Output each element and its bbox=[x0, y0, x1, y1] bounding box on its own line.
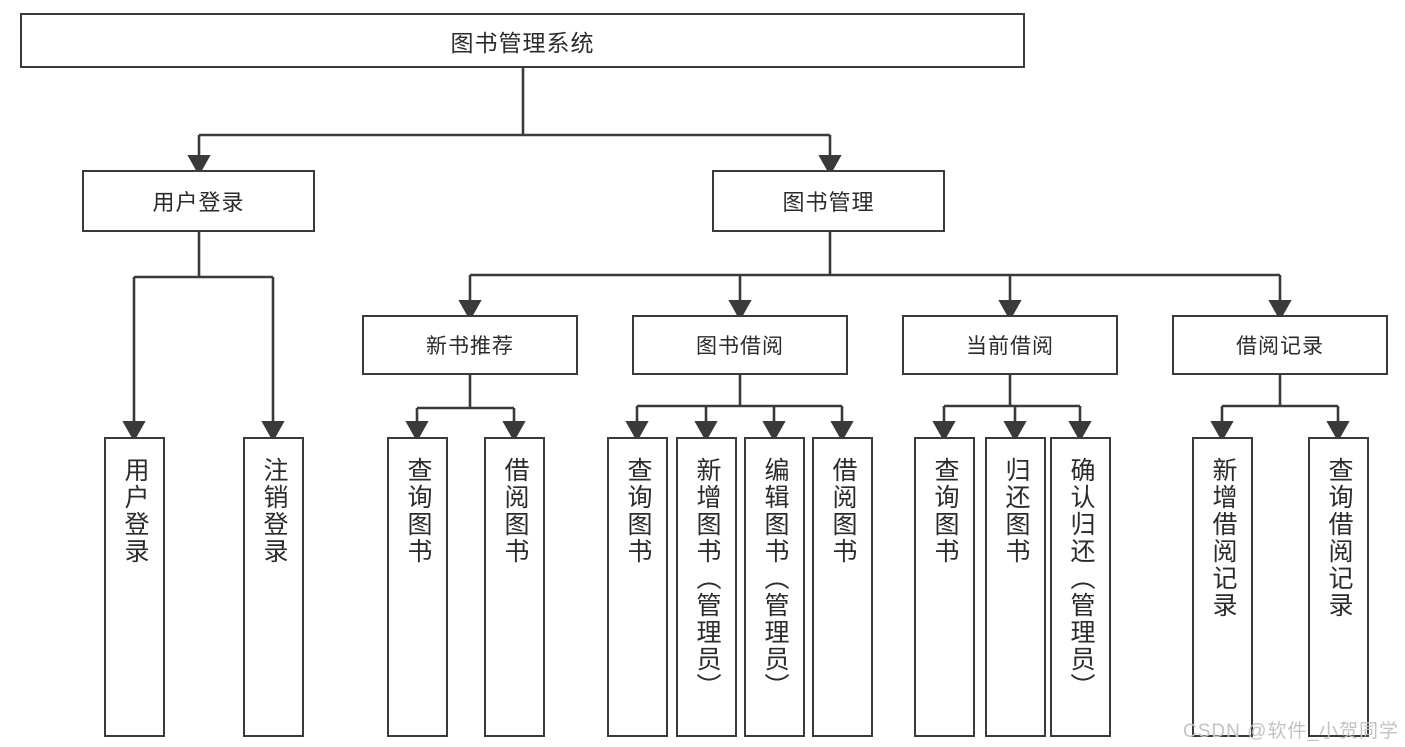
leaf-label: 注销登录 bbox=[260, 457, 288, 565]
leaf-recommend-query-book[interactable]: 查询图书 bbox=[387, 437, 448, 737]
node-user-login[interactable]: 用户登录 bbox=[82, 170, 315, 232]
node-borrow-record[interactable]: 借阅记录 bbox=[1172, 315, 1388, 375]
leaf-borrow-edit-book-admin[interactable]: 编辑图书（管理员） bbox=[744, 437, 805, 737]
leaf-label: 借阅图书 bbox=[501, 457, 529, 565]
leaf-label: 查询图书 bbox=[404, 457, 432, 565]
leaf-label: 查询借阅记录 bbox=[1325, 457, 1353, 619]
node-label: 图书管理 bbox=[782, 190, 875, 215]
leaf-record-add-record[interactable]: 新增借阅记录 bbox=[1192, 437, 1253, 737]
leaf-borrow-borrow-book[interactable]: 借阅图书 bbox=[812, 437, 873, 737]
node-book-management[interactable]: 图书管理 bbox=[712, 170, 945, 232]
leaf-record-query-record[interactable]: 查询借阅记录 bbox=[1308, 437, 1369, 737]
node-new-book-recommend[interactable]: 新书推荐 bbox=[362, 315, 578, 375]
leaf-label: 查询图书 bbox=[931, 457, 959, 565]
node-label: 图书管理系统 bbox=[450, 29, 595, 56]
node-label: 新书推荐 bbox=[426, 335, 514, 358]
leaf-recommend-borrow-book[interactable]: 借阅图书 bbox=[484, 437, 545, 737]
leaf-label: 用户登录 bbox=[121, 457, 149, 565]
leaf-borrow-add-book-admin[interactable]: 新增图书（管理员） bbox=[676, 437, 737, 737]
leaf-label: 借阅图书 bbox=[829, 457, 857, 565]
leaf-current-return-book[interactable]: 归还图书 bbox=[985, 437, 1046, 737]
leaf-borrow-query-book[interactable]: 查询图书 bbox=[607, 437, 668, 737]
leaf-label: 确认归还（管理员） bbox=[1067, 457, 1095, 700]
node-current-borrow[interactable]: 当前借阅 bbox=[902, 315, 1118, 375]
node-root-system[interactable]: 图书管理系统 bbox=[20, 13, 1025, 68]
node-label: 图书借阅 bbox=[696, 335, 784, 358]
leaf-user-login-logout[interactable]: 注销登录 bbox=[243, 437, 304, 737]
leaf-user-login-login[interactable]: 用户登录 bbox=[104, 437, 165, 737]
node-label: 借阅记录 bbox=[1236, 335, 1324, 358]
leaf-label: 编辑图书（管理员） bbox=[761, 457, 789, 700]
node-label: 用户登录 bbox=[152, 190, 245, 215]
leaf-label: 新增图书（管理员） bbox=[693, 457, 721, 700]
leaf-label: 归还图书 bbox=[1002, 457, 1030, 565]
leaf-current-confirm-return-admin[interactable]: 确认归还（管理员） bbox=[1050, 437, 1111, 737]
node-book-borrow[interactable]: 图书借阅 bbox=[632, 315, 848, 375]
leaf-label: 查询图书 bbox=[624, 457, 652, 565]
csdn-watermark: CSDN @软件_小贺同学 bbox=[1183, 721, 1399, 742]
leaf-label: 新增借阅记录 bbox=[1209, 457, 1237, 619]
node-label: 当前借阅 bbox=[966, 335, 1054, 358]
leaf-current-query-book[interactable]: 查询图书 bbox=[914, 437, 975, 737]
